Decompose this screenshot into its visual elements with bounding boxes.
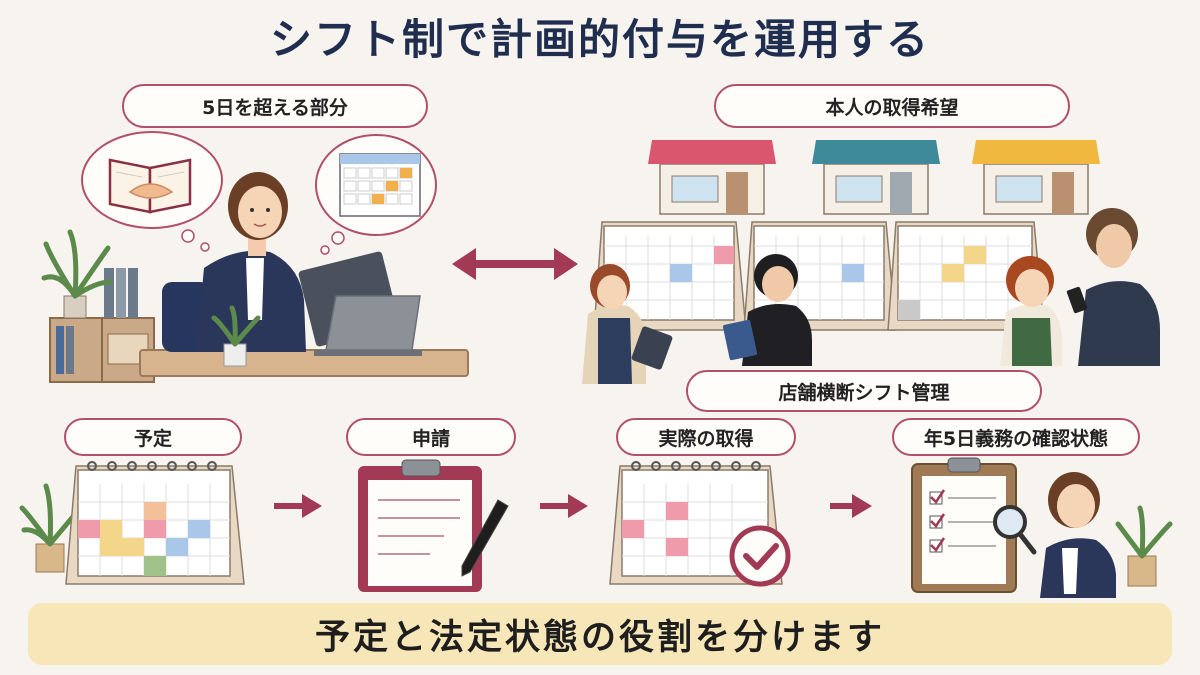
thought-bubble-calendar — [315, 134, 437, 255]
checkmark-icon — [729, 525, 791, 587]
magnifier-icon — [993, 505, 1037, 555]
arrow-icon — [830, 494, 872, 518]
laptop-icon — [314, 295, 422, 356]
footer-banner: 予定と法定状態の役割を分けます — [28, 603, 1172, 665]
label-plan: 予定 — [64, 418, 242, 456]
arrow-icon — [274, 494, 322, 518]
label-apply: 申請 — [346, 418, 516, 456]
label-confirm: 年5日義務の確認状態 — [892, 418, 1140, 456]
pen-icon — [461, 499, 509, 577]
plant-icon — [1115, 505, 1173, 587]
label-actual: 実際の取得 — [616, 418, 796, 456]
label-own-request: 本人の取得希望 — [714, 84, 1070, 128]
staff-man-phone — [1066, 208, 1160, 366]
plant-icon — [211, 305, 261, 367]
label-cross-store: 店舗横断シフト管理 — [686, 370, 1042, 412]
label-over-5-days: 5日を超える部分 — [122, 84, 428, 128]
clipboard-icon — [911, 457, 1017, 593]
staff-man-clipboard — [722, 254, 812, 366]
calendar-icon — [339, 153, 421, 217]
desk-calendar — [887, 221, 1045, 331]
storefront-icon — [972, 140, 1100, 215]
desk-calendar — [743, 221, 897, 331]
book-icon — [108, 158, 192, 214]
double-arrow-icon — [452, 248, 578, 280]
arrow-icon — [540, 494, 588, 518]
plant-icon — [19, 483, 83, 573]
plant-icon — [41, 229, 113, 319]
checklist-item — [929, 489, 996, 505]
clipboard-icon — [358, 459, 482, 592]
checklist-item — [929, 513, 996, 529]
desk-calendar-plan — [65, 461, 245, 585]
page-title: シフト制で計画的付与を運用する — [269, 15, 930, 64]
staff-woman-tablet — [582, 264, 673, 384]
storefront-icon — [812, 140, 940, 215]
inspector-woman — [1040, 472, 1116, 598]
storefront-icon — [648, 140, 776, 215]
thought-bubble-book — [81, 131, 223, 252]
handshake-icon — [128, 183, 174, 199]
checklist-item — [929, 537, 996, 553]
staff-woman-apron — [1000, 256, 1062, 366]
